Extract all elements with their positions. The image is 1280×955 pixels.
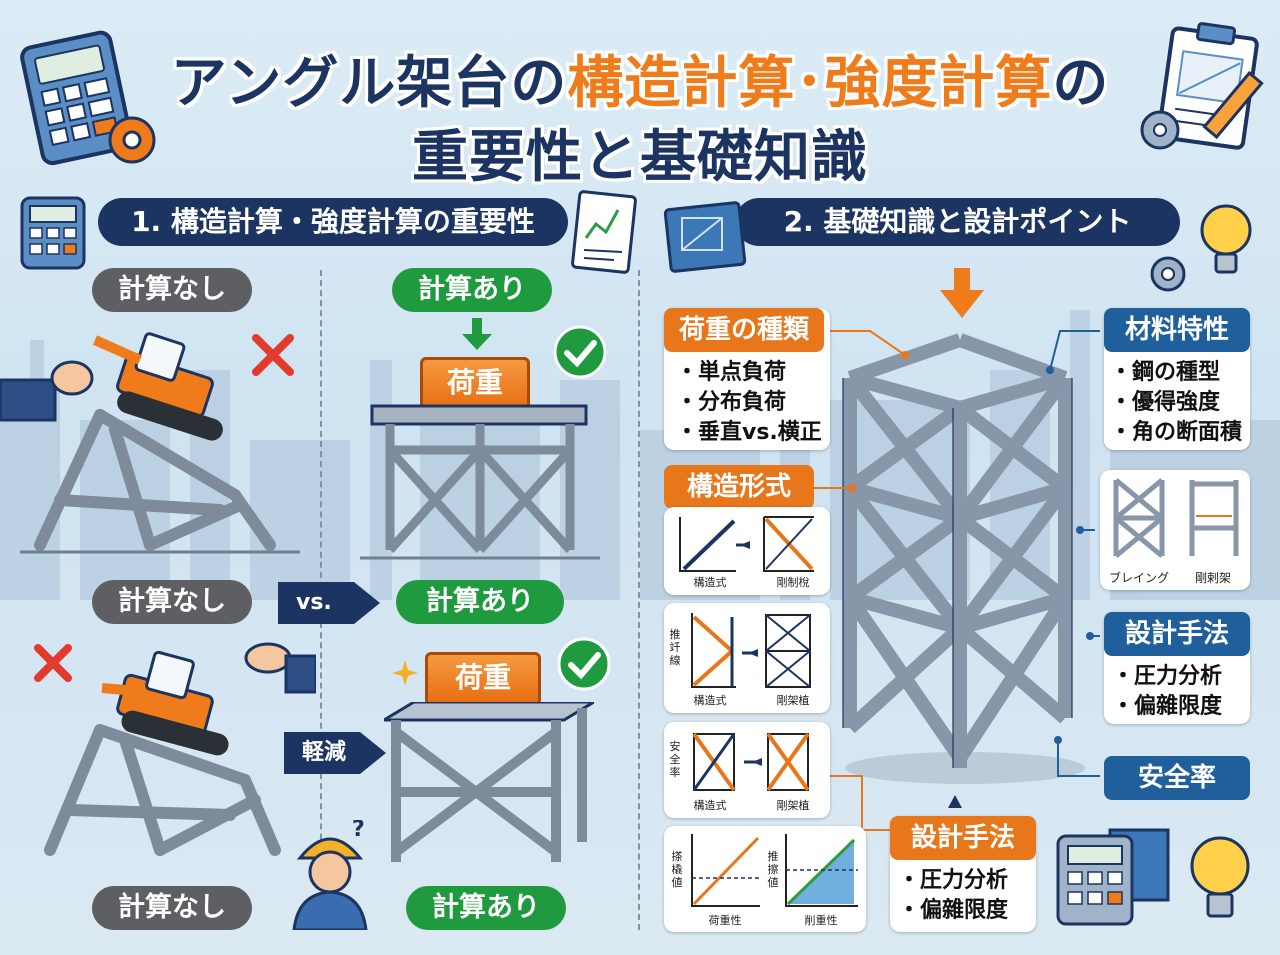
with-calc-label-3: 計算あり xyxy=(406,886,566,930)
lightbulb-icon xyxy=(1190,836,1250,918)
diagram4-left-side-label: 搽橇値 xyxy=(671,850,683,889)
safety-factor-tag: 安全率 xyxy=(1104,756,1250,800)
load-types-title: 荷重の種類 xyxy=(664,308,824,352)
blueprint-icon xyxy=(663,201,747,273)
main-title-line1: アングル架台の構造計算･強度計算の xyxy=(0,38,1280,119)
material-title: 材料特性 xyxy=(1104,308,1250,352)
design-method-bottom-list: ・圧力分析 ・偏雜限度 xyxy=(898,866,1008,926)
diagram2-left-label: 構造式 xyxy=(693,694,727,707)
check-icon xyxy=(553,325,607,379)
title-part2-highlight: 構造計算･強度計算 xyxy=(567,51,1053,116)
calculator-icon xyxy=(20,196,86,270)
load-type-item: ・単点負荷 xyxy=(676,360,787,385)
bracing-left-label: ブレイング xyxy=(1108,571,1169,585)
section2-heading: 2. 基礎知識と設計ポイント xyxy=(735,198,1180,246)
collapsed-frame-illustration-2 xyxy=(44,650,281,856)
pencil-icon xyxy=(1202,70,1264,140)
material-item: ・鋼の種型 xyxy=(1110,360,1221,385)
diagram3-right-label: 剛架植 xyxy=(776,799,810,812)
design-method-right-title: 設計手法 xyxy=(1104,612,1250,656)
structure-diagram-3 xyxy=(664,722,830,818)
design-method-item: ・圧力分析 xyxy=(898,868,1009,893)
design-method-item: ・偏雜限度 xyxy=(898,898,1009,923)
chart-document-icon xyxy=(571,190,637,274)
structure-diagram-3-graphic xyxy=(692,732,810,792)
excavator-icon xyxy=(92,332,223,441)
diagram4-right-side-label: 推擦値 xyxy=(767,850,779,889)
calculator-icon xyxy=(20,30,156,166)
structure-diagram-4-graphic xyxy=(691,834,858,907)
diagram2-side-label: 推竏線 xyxy=(669,628,681,667)
structure-diagram-1-graphic xyxy=(679,516,814,572)
structure-form-title: 構造形式 xyxy=(664,465,814,509)
with-calc-label-2: 計算あり xyxy=(396,580,564,624)
cross-icon xyxy=(252,334,294,376)
structure-diagram-2-graphic xyxy=(691,613,811,688)
reduce-arrow: 軽減 xyxy=(284,732,386,774)
bracing-card-graphic xyxy=(1113,478,1239,558)
down-arrow-icon xyxy=(940,268,984,318)
with-calc-label-1: 計算あり xyxy=(392,268,552,312)
down-arrow-icon xyxy=(462,318,492,350)
hand-icon xyxy=(244,642,316,694)
lightbulb-icon xyxy=(1200,204,1252,274)
title-part3: の xyxy=(1052,51,1110,116)
stable-frame-illustration-1 xyxy=(360,404,600,560)
diagram3-left-label: 構造式 xyxy=(693,799,727,812)
collapsed-frame-illustration-1 xyxy=(0,332,300,554)
diagram1-left-label: 構造式 xyxy=(693,576,727,589)
material-item: ・優得強度 xyxy=(1110,390,1221,415)
vs-arrow: vs. xyxy=(278,582,380,624)
hand-icon xyxy=(0,360,94,422)
excavator-icon xyxy=(101,650,229,756)
design-method-item: ・偏雜限度 xyxy=(1112,694,1223,719)
load-types-list: ・単点負荷 ・分布負荷 ・垂直vs.横正 xyxy=(676,358,822,448)
design-method-bottom-title: 設計手法 xyxy=(890,816,1036,860)
stable-frame-illustration-2 xyxy=(384,702,594,862)
worker-icon: ? xyxy=(292,820,368,930)
svg-text:?: ? xyxy=(352,820,365,842)
gear-icon xyxy=(108,116,156,164)
material-list: ・鋼の種型 ・優得強度 ・角の断面積 xyxy=(1110,358,1242,448)
bracing-right-label: 剛剌架 xyxy=(1194,571,1231,585)
section1-heading: 1. 構造計算・強度計算の重要性 xyxy=(98,198,568,246)
diagram2-right-label: 剛架植 xyxy=(776,694,810,707)
diagram4-left-label: 荷重性 xyxy=(708,914,742,927)
load-type-item: ・垂直vs.横正 xyxy=(676,420,822,445)
main-title-line2: 重要性と基礎知識 xyxy=(412,125,868,190)
clipboard-icon xyxy=(1140,22,1264,150)
no-calc-label-2: 計算なし xyxy=(92,580,252,624)
sparkle-icon xyxy=(392,660,418,686)
check-icon xyxy=(557,637,611,691)
cross-icon xyxy=(34,644,72,682)
calculator-icon xyxy=(1056,828,1170,926)
diagram4-right-label: 削重性 xyxy=(804,914,838,927)
design-method-right-list: ・圧力分析 ・偏雜限度 xyxy=(1112,662,1222,722)
title-part1: アングル架台の xyxy=(170,51,568,116)
no-calc-label-1: 計算なし xyxy=(92,268,252,312)
load-type-item: ・分布負荷 xyxy=(676,390,787,415)
material-item: ・角の断面積 xyxy=(1110,420,1243,445)
load-block-1: 荷重 xyxy=(420,357,530,411)
gear-icon xyxy=(1150,256,1186,292)
load-block-2: 荷重 xyxy=(425,652,541,706)
structure-diagram-1 xyxy=(664,507,830,595)
diagram3-side-label: 安全率 xyxy=(669,740,681,779)
steel-tower-illustration xyxy=(842,268,1085,784)
no-calc-label-3: 計算なし xyxy=(92,886,252,930)
diagram1-right-label: 剛制梲 xyxy=(776,576,810,589)
design-method-item: ・圧力分析 xyxy=(1112,664,1223,689)
